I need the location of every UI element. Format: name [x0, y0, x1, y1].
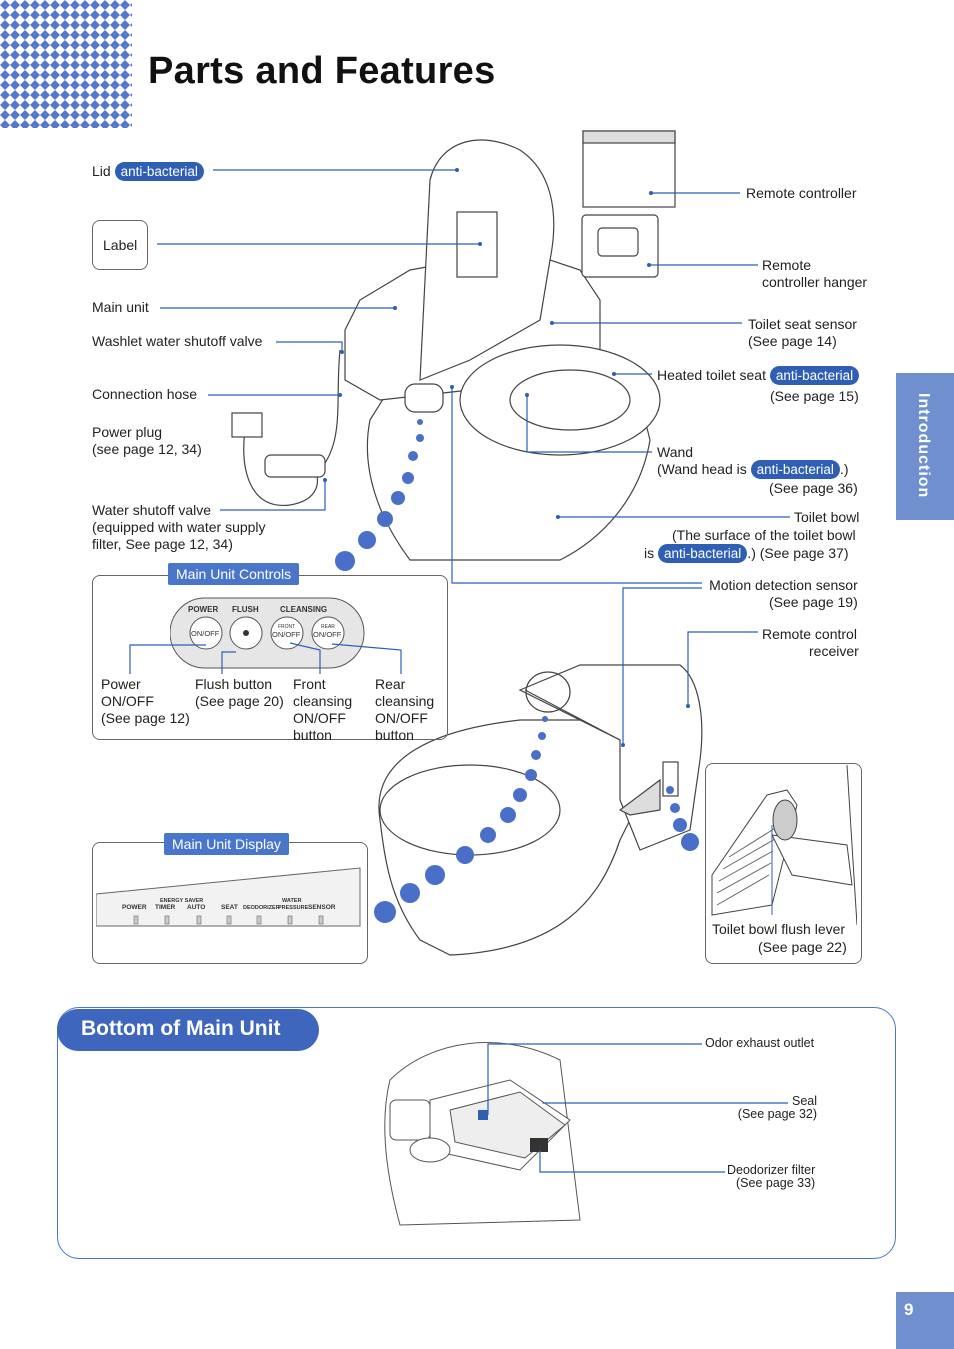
wand-label: Wand	[657, 444, 694, 460]
heated-seat-label: Heated toilet seat anti-bacterial	[657, 366, 860, 385]
display-panel: ENERGY SAVER WATER POWER TIMER AUTO SEAT…	[96, 867, 361, 927]
section-tab-label: Introduction	[915, 393, 932, 499]
anti-bacterial-badge: anti-bacterial	[769, 366, 860, 385]
flush-lever-box	[705, 763, 862, 964]
washlet-valve-label: Washlet water shutoff valve	[92, 333, 263, 349]
svg-text:FRONT: FRONT	[278, 624, 295, 630]
seat-sensor-label: Toilet seat sensor(See page 14)	[748, 316, 857, 349]
flush-group-label: FLUSH	[232, 605, 259, 614]
power-plug-label: Power plug(see page 12, 34)	[92, 424, 202, 457]
display-timer: TIMER	[155, 904, 176, 911]
bottom-section-title: Bottom of Main Unit	[81, 1017, 281, 1040]
flush-lever-illustration	[711, 765, 857, 925]
bowl-anti-label: is anti-bacterial.) (See page 37)	[644, 544, 849, 563]
display-sensor: SENSOR	[308, 904, 336, 911]
page-number-box: 9	[896, 1292, 954, 1349]
section-tab: Introduction	[896, 373, 954, 520]
seal-label: Seal(See page 32)	[737, 1094, 818, 1121]
control-leader-lines	[129, 642, 402, 674]
page-number: 9	[904, 1300, 914, 1319]
svg-text:ON/OFF: ON/OFF	[191, 629, 220, 638]
anti-bacterial-badge: anti-bacterial	[658, 544, 748, 563]
svg-text:ON/OFF: ON/OFF	[313, 630, 342, 639]
label-box: Label	[92, 220, 148, 270]
water-valve-label: Water shutoff valve(equipped with water …	[92, 502, 266, 552]
anti-bacterial-badge: anti-bacterial	[114, 162, 204, 181]
display-deodorizer: DEODORIZER	[243, 905, 280, 911]
wand-page: (See page 36)	[769, 480, 858, 496]
page-title: Parts and Features	[148, 50, 496, 92]
svg-text:ON/OFF: ON/OFF	[272, 630, 301, 639]
energy-saver-label: ENERGY SAVER	[160, 898, 203, 904]
toilet-illustration	[157, 130, 790, 956]
cleansing-group-label: CLEANSING	[280, 605, 327, 614]
bottom-section	[57, 1007, 896, 1259]
deodorizer-filter-label: Deodorizer filter(See page 33)	[727, 1163, 816, 1190]
display-seat: SEAT	[221, 904, 238, 911]
wand-head-label: (Wand head is anti-bacterial.)	[657, 460, 849, 479]
flush-lever-label: Toilet bowl flush lever(See page 22)	[712, 921, 847, 955]
anti-bacterial-badge: anti-bacterial	[750, 460, 840, 479]
display-power: POWER	[122, 904, 147, 911]
odor-outlet-label: Odor exhaust outlet	[705, 1036, 815, 1050]
main-unit-display-tag: Main Unit Display	[164, 833, 289, 855]
connection-hose-label: Connection hose	[92, 386, 198, 402]
motion-sensor-label: Motion detection sensor(See page 19)	[709, 577, 858, 610]
power-button[interactable]: ON/OFF	[189, 616, 223, 650]
bowl-label: Toilet bowl	[794, 509, 860, 525]
diamond-pattern	[0, 0, 132, 128]
display-auto: AUTO	[187, 904, 205, 911]
svg-text:REAR: REAR	[321, 624, 335, 630]
flush-button[interactable]	[229, 616, 263, 650]
display-pressure: PRESSURE	[278, 905, 309, 911]
flush-button-label: Flush button(See page 20)	[195, 676, 284, 709]
label-text: Label	[103, 237, 138, 253]
bowl-surface-label: (The surface of the toilet bowl	[672, 527, 856, 543]
control-panel: POWER FLUSH CLEANSING ON/OFF FRONTON/OFF…	[170, 597, 365, 669]
lid-label: Lid anti-bacterial	[92, 162, 204, 181]
water-label: WATER	[282, 898, 301, 904]
bottom-section-header: Bottom of Main Unit	[57, 1009, 319, 1051]
main-unit-label: Main unit	[92, 299, 149, 315]
power-group-label: POWER	[188, 605, 218, 614]
main-unit-controls-tag: Main Unit Controls	[168, 563, 300, 585]
bottom-illustration	[384, 1042, 788, 1226]
heated-seat-page: (See page 15)	[770, 388, 859, 404]
remote-controller-label: Remote controller	[746, 185, 857, 201]
